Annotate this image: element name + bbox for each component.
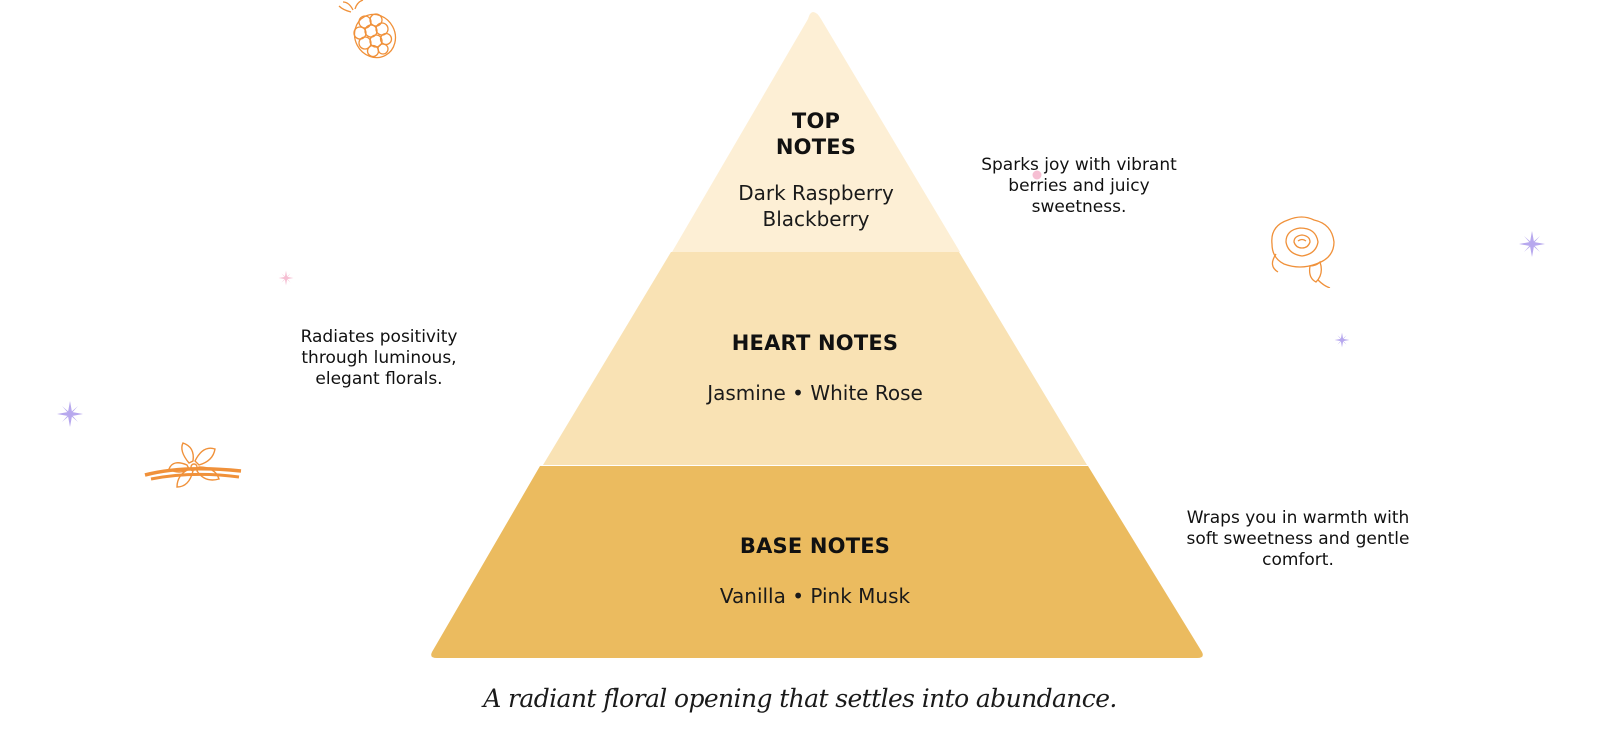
base-desc-line: comfort.	[1262, 550, 1334, 570]
top-notes-ingredient-2: Blackberry	[762, 207, 870, 231]
top-notes-title-line1: TOP	[791, 109, 841, 133]
base-desc-line: soft sweetness and gentle	[1186, 529, 1410, 549]
top-notes-block: TOP NOTES Dark Raspberry Blackberry	[738, 108, 894, 232]
top-notes-title-line2: NOTES	[775, 135, 857, 159]
sparkle-icon	[1334, 332, 1350, 348]
base-notes-title: BASE NOTES	[739, 534, 891, 558]
heart-notes-title: HEART NOTES	[731, 331, 899, 355]
heart-desc-line: elegant florals.	[315, 369, 443, 389]
top-notes-ingredients: Dark Raspberry Blackberry	[738, 180, 894, 232]
base-desc-line: Wraps you in warmth with	[1186, 508, 1410, 528]
pyramid-tier-base	[431, 466, 1203, 658]
heart-notes-ingredients: Jasmine • White Rose	[707, 381, 923, 405]
top-desc-line: Sparks joy with vibrant	[981, 155, 1177, 175]
top-desc-line: sweetness.	[1031, 197, 1127, 217]
top-desc-line: berries and juicy	[1008, 176, 1150, 196]
raspberry-icon	[338, 0, 397, 59]
tagline: A radiant floral opening that settles in…	[483, 684, 1117, 713]
sparkle-icon	[1519, 231, 1545, 257]
heart-notes-block: HEART NOTES Jasmine • White Rose	[707, 330, 923, 406]
base-notes-description: Wraps you in warmth with soft sweetness …	[1187, 508, 1410, 571]
vanilla-flower-icon	[144, 442, 242, 488]
rose-icon	[1271, 216, 1335, 288]
base-notes-block: BASE NOTES Vanilla • Pink Musk	[720, 533, 910, 609]
top-notes-description: Sparks joy with vibrant berries and juic…	[981, 155, 1177, 218]
sparkle-icon	[278, 270, 294, 286]
heart-notes-description: Radiates positivity through luminous, el…	[301, 327, 458, 390]
pyramid-tier-heart	[543, 252, 1087, 465]
pyramid-tier-top	[672, 12, 960, 252]
top-notes-ingredient-1: Dark Raspberry	[738, 181, 894, 205]
heart-desc-line: through luminous,	[301, 348, 457, 368]
base-notes-ingredients: Vanilla • Pink Musk	[719, 584, 911, 608]
heart-desc-line: Radiates positivity	[300, 327, 458, 347]
top-notes-title: TOP NOTES	[738, 108, 894, 160]
sparkle-icon	[57, 401, 83, 427]
sparkle-icon	[1032, 170, 1042, 180]
